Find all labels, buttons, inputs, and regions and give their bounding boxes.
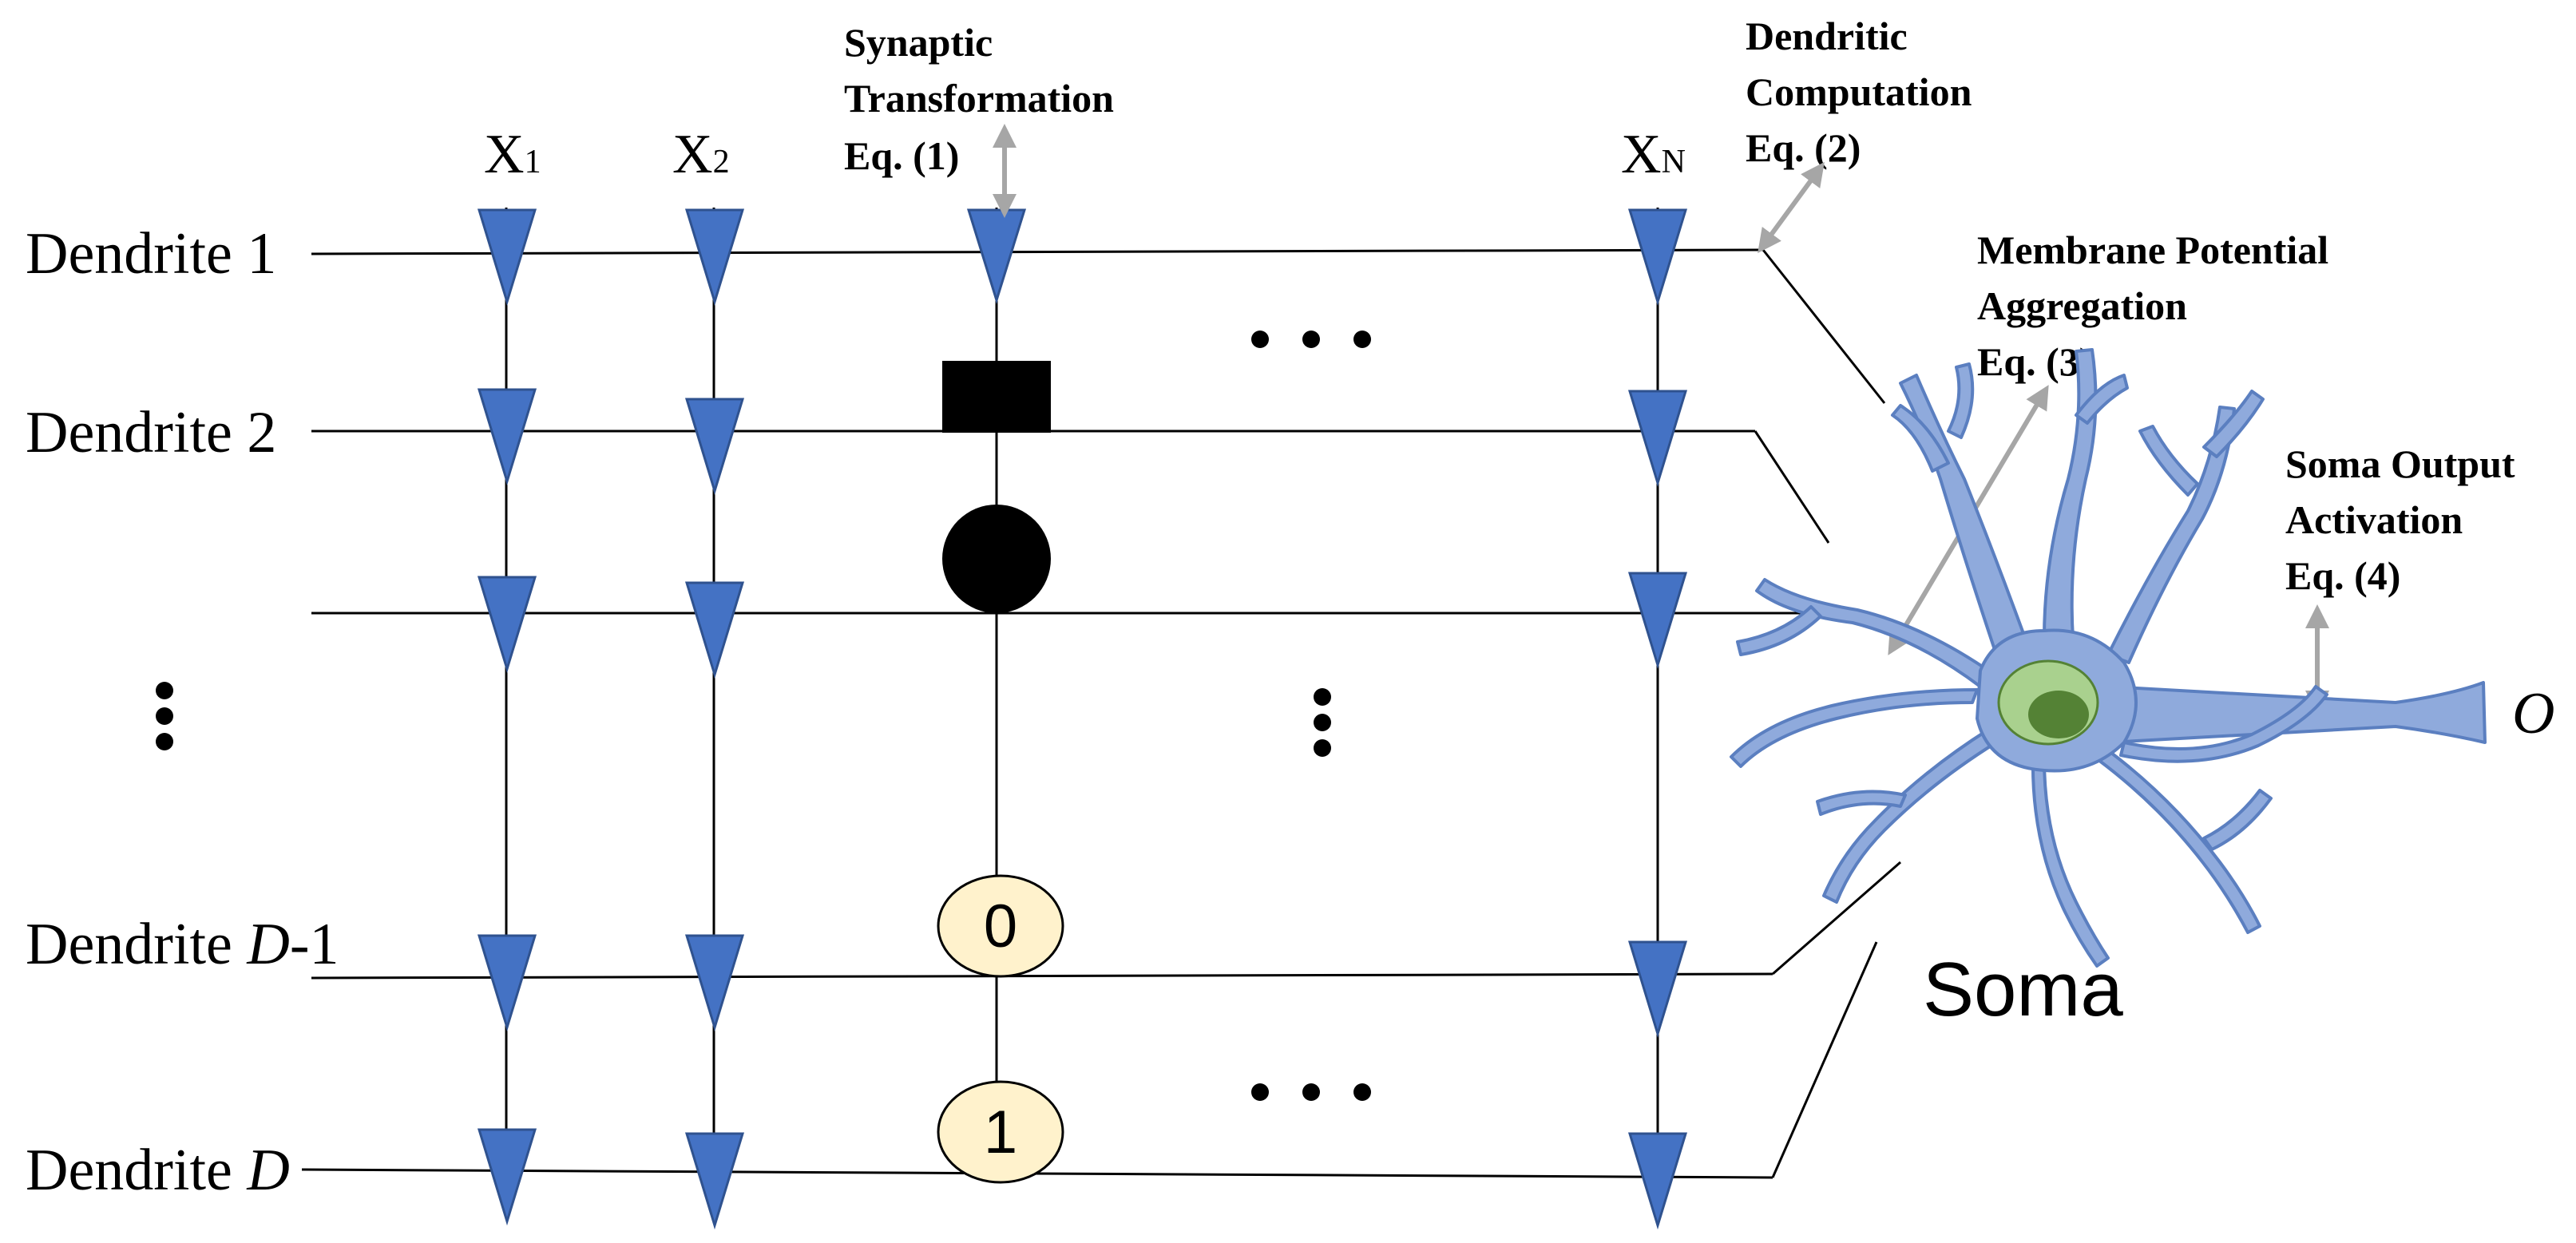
neuron-dendrite-branch [1816,790,1907,816]
neuron-dendrite-branch [2097,749,2261,934]
synapse-triangle [966,208,1027,305]
input-label-xn: XN [1621,124,1686,185]
node-zero [937,874,1064,978]
synapse-triangle [477,1128,537,1226]
neuron-dendrite-branch [2031,755,2110,968]
synapse-triangle [684,398,745,496]
svg-text:Computation: Computation [1746,69,1972,114]
synapse-triangle [684,581,745,679]
input-lines [505,208,1659,1182]
svg-text:Eq. (2): Eq. (2) [1746,125,1861,170]
svg-text:Synaptic: Synaptic [844,20,993,65]
connector-d [1771,941,1878,1178]
neuron-dendrite-branch [1947,362,1975,439]
neuron-dendrite-branch [1822,728,1998,904]
svg-text:Eq. (1): Eq. (1) [844,133,959,178]
input-label-x2: X2 [672,124,730,185]
synapse-triangle [1627,572,1688,670]
nucleus-inner [2028,691,2089,738]
neuron-dendrite-branch [1891,404,1950,473]
neuron-dendrite-branch [2119,685,2328,763]
horizontal-ellipsis-bottom [1251,1083,1371,1101]
row-label-dendrite-d: Dendrite D [26,1138,290,1203]
connector-1 [1762,249,1886,404]
neuron-dendrite-branch [1730,688,1979,768]
synapse-triangle [477,388,537,486]
svg-text:Dendritic: Dendritic [1746,14,1908,58]
annotation-synaptic: Synaptic Transformation Eq. (1) [844,20,1114,218]
vertical-ellipsis-left [156,682,173,750]
vertical-ellipsis-middle [1314,688,1331,757]
filled-circle-node [942,505,1051,613]
svg-text:Transformation: Transformation [844,76,1114,121]
annotation-soma-output: Soma Output Activation Eq. (4) [2285,441,2515,715]
synapse-triangle [1627,1132,1688,1230]
synapses [477,208,1688,1230]
svg-text:Eq. (3): Eq. (3) [1977,339,2092,384]
svg-text:Membrane Potential: Membrane Potential [1977,228,2328,272]
neuron-dendrite-branch [2043,348,2098,640]
synapse-triangle [1627,208,1688,307]
synapse-triangle [684,934,745,1032]
synapse-triangle [1627,390,1688,488]
svg-text:Aggregation: Aggregation [1977,283,2187,328]
svg-text:Soma Output: Soma Output [2285,441,2515,486]
dendrite-line-d-minus-1 [311,972,1773,980]
synapse-triangle [684,208,745,307]
connector-d-minus-1 [1772,861,1901,976]
connector-2 [1754,430,1830,544]
synapse-triangle [1627,940,1688,1039]
row-label-dendrite-2: Dendrite 2 [26,400,276,465]
node-one [937,1080,1064,1184]
neuron-illustration [1730,348,2487,968]
output-label: O [2512,681,2554,746]
node-one-label: 1 [984,1099,1017,1166]
filled-square-node [942,361,1051,433]
neuron-dendrite-branch [2202,789,2273,851]
neuron-dendrite-branch [1736,605,1822,656]
synapse-triangle [477,576,537,674]
annotation-membrane: Membrane Potential Aggregation Eq. (3) [1888,228,2328,655]
soma-label: Soma [1923,947,2123,1032]
row-labels: Dendrite 1 Dendrite 2 Dendrite D-1 Dendr… [26,221,339,1203]
neuron-dendrite-branch [2138,425,2199,497]
arrow-dendritic [1758,161,1825,254]
neuron-dendrite-branch [2106,406,2236,664]
annotation-dendritic: Dendritic Computation Eq. (2) [1746,14,1972,254]
svg-text:Activation: Activation [2285,497,2463,542]
neuron-dendrite-branch [2202,390,2265,458]
ellipsis-dots [156,331,1371,1101]
neuron-dendrite-branch [2075,374,2129,425]
dendrite-line-1 [311,248,1764,255]
node-zero-label: 0 [984,893,1017,960]
neuron-connectors [1754,249,1901,1178]
horizontal-ellipsis-top [1251,331,1371,348]
neuron-dendrite-branch [1755,578,1995,688]
synapse-triangle [684,1132,745,1230]
row-label-dendrite-1: Dendrite 1 [26,221,276,287]
svg-text:Eq. (4): Eq. (4) [2285,553,2400,598]
synapse-triangle [477,934,537,1032]
row-label-dendrite-d-minus-1: Dendrite D-1 [26,912,339,977]
input-label-x1: X1 [484,124,541,185]
synapse-triangle [477,208,537,307]
input-labels: X1 X2 XN [484,124,1686,185]
